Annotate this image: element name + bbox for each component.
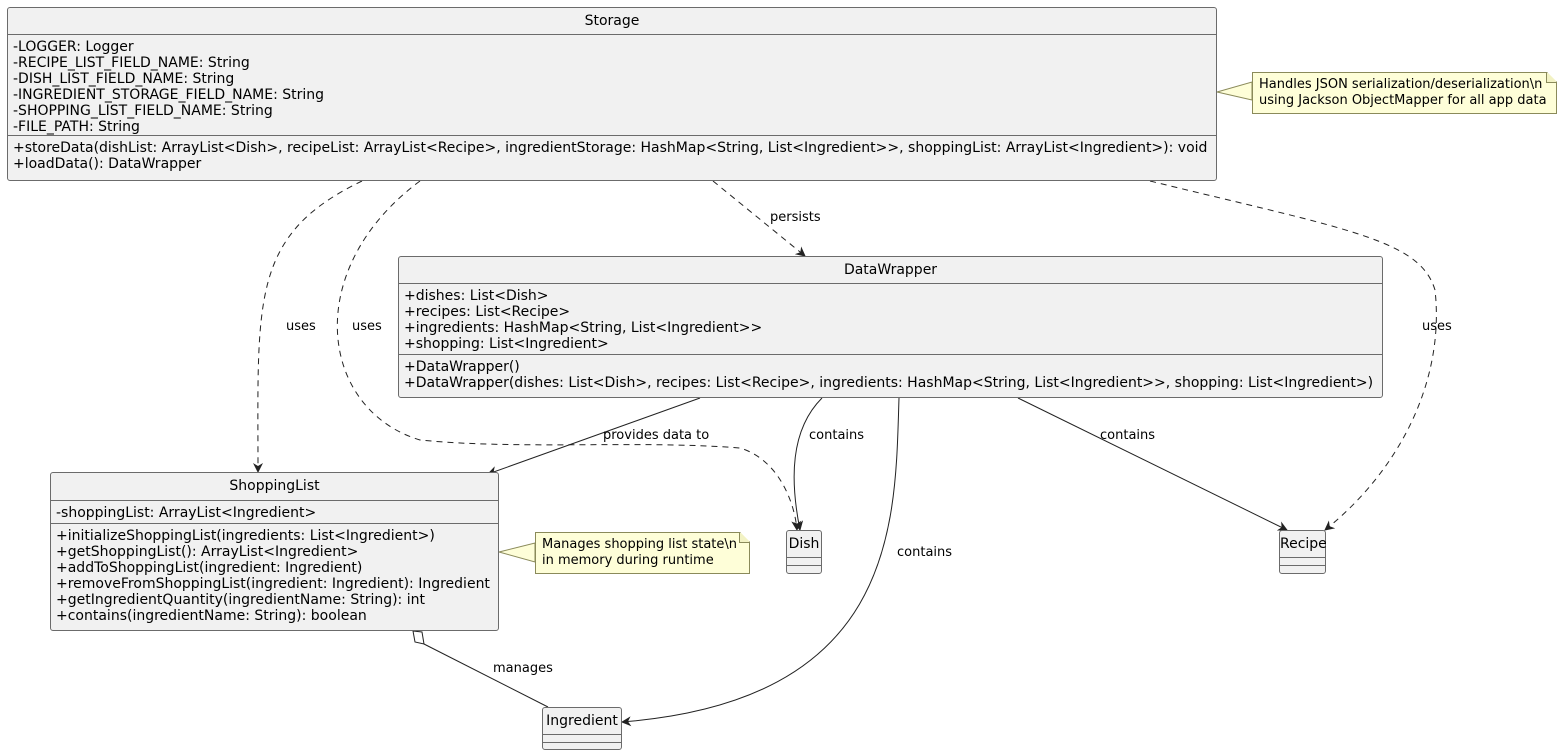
class-datawrapper-fields: +dishes: List<Dish> +recipes: List<Recip… <box>399 283 1382 354</box>
edge-label-uses-shoppinglist: uses <box>286 319 316 334</box>
class-dish-name: Dish <box>788 536 820 552</box>
note-storage: Handles JSON serialization/deserializati… <box>1252 72 1557 114</box>
method: +removeFromShoppingList(ingredient: Ingr… <box>56 576 490 592</box>
class-recipe-fields <box>1280 557 1325 565</box>
edge-storage-shoppinglist <box>252 180 363 473</box>
field: -FILE_PATH: String <box>13 119 140 135</box>
class-datawrapper: DataWrapper +dishes: List<Dish> +recipes… <box>398 256 1383 398</box>
class-dish: Dish <box>786 530 822 574</box>
field: +dishes: List<Dish> <box>404 288 549 304</box>
note-line: Handles JSON serialization/deserializati… <box>1259 77 1543 92</box>
class-dish-methods <box>787 565 821 573</box>
method: +getIngredientQuantity(ingredientName: S… <box>56 592 425 608</box>
aggregation-diamond <box>412 630 425 645</box>
method: +DataWrapper(dishes: List<Dish>, recipes… <box>404 375 1374 391</box>
field: +recipes: List<Recipe> <box>404 304 571 320</box>
field: +ingredients: HashMap<String, List<Ingre… <box>404 320 763 336</box>
class-storage-methods: +storeData(dishList: ArrayList<Dish>, re… <box>8 135 1216 175</box>
class-storage-name: Storage <box>584 13 640 29</box>
edge-storage-recipe <box>1149 180 1437 531</box>
method: +addToShoppingList(ingredient: Ingredien… <box>56 560 363 576</box>
class-shoppinglist-fields: -shoppingList: ArrayList<Ingredient> <box>51 500 498 523</box>
method: +loadData(): DataWrapper <box>13 156 202 172</box>
edge-storage-dish <box>337 180 802 531</box>
class-shoppinglist-name: ShoppingList <box>229 478 320 494</box>
class-ingredient-name: Ingredient <box>546 713 618 729</box>
edge-label-uses-dish: uses <box>352 319 382 334</box>
field: -LOGGER: Logger <box>13 39 134 55</box>
class-storage: Storage -LOGGER: Logger -RECIPE_LIST_FIE… <box>7 7 1217 181</box>
edge-datawrapper-recipe <box>1017 397 1288 531</box>
method: +contains(ingredientName: String): boole… <box>56 608 367 624</box>
edge-label-uses-recipe: uses <box>1422 319 1452 334</box>
note-connector-storage <box>1216 81 1253 101</box>
class-recipe-name: Recipe <box>1280 536 1327 552</box>
class-ingredient-methods <box>543 742 621 750</box>
edge-label-provides-data: provides data to <box>603 428 710 443</box>
field: -SHOPPING_LIST_FIELD_NAME: String <box>13 103 273 119</box>
field: -INGREDIENT_STORAGE_FIELD_NAME: String <box>13 87 325 103</box>
note-line: Manages shopping list state\n <box>542 537 738 552</box>
note-line: in memory during runtime <box>542 553 714 568</box>
edge-label-manages: manages <box>493 661 553 676</box>
edge-datawrapper-shoppinglist <box>487 397 701 476</box>
note-line: using Jackson ObjectMapper for all app d… <box>1259 93 1547 108</box>
method: +initializeShoppingList(ingredients: Lis… <box>56 528 435 544</box>
class-recipe-methods <box>1280 565 1325 573</box>
edge-datawrapper-ingredient <box>621 397 900 727</box>
edge-label-contains-recipe: contains <box>1100 428 1156 443</box>
class-shoppinglist: ShoppingList -shoppingList: ArrayList<In… <box>50 472 499 631</box>
field: +shopping: List<Ingredient> <box>404 336 609 352</box>
note-shoppinglist: Manages shopping list state\n in memory … <box>535 532 750 574</box>
class-datawrapper-methods: +DataWrapper() +DataWrapper(dishes: List… <box>399 354 1382 394</box>
field: -DISH_LIST_FIELD_NAME: String <box>13 71 235 87</box>
edge-label-persists: persists <box>770 210 821 225</box>
edge-datawrapper-dish <box>793 397 823 531</box>
edge-storage-datawrapper <box>712 180 806 257</box>
note-connector-shoppinglist <box>497 542 536 563</box>
note-fold <box>739 533 749 543</box>
method: +getShoppingList(): ArrayList<Ingredient… <box>56 544 359 560</box>
method: +DataWrapper() <box>404 359 520 375</box>
class-datawrapper-name: DataWrapper <box>843 262 938 278</box>
class-ingredient-fields <box>543 734 621 742</box>
edge-label-contains-dish: contains <box>809 428 865 443</box>
method: +storeData(dishList: ArrayList<Dish>, re… <box>13 140 1208 156</box>
class-dish-fields <box>787 557 821 565</box>
field: -shoppingList: ArrayList<Ingredient> <box>56 505 317 521</box>
class-recipe: Recipe <box>1279 530 1327 574</box>
class-ingredient: Ingredient <box>542 707 622 750</box>
class-storage-fields: -LOGGER: Logger -RECIPE_LIST_FIELD_NAME:… <box>8 34 1216 135</box>
edge-shoppinglist-ingredient <box>423 643 549 708</box>
edge-label-contains-ingredient: contains <box>897 545 953 560</box>
class-shoppinglist-methods: +initializeShoppingList(ingredients: Lis… <box>51 523 498 627</box>
note-fold <box>1546 73 1556 83</box>
field: -RECIPE_LIST_FIELD_NAME: String <box>13 55 250 71</box>
